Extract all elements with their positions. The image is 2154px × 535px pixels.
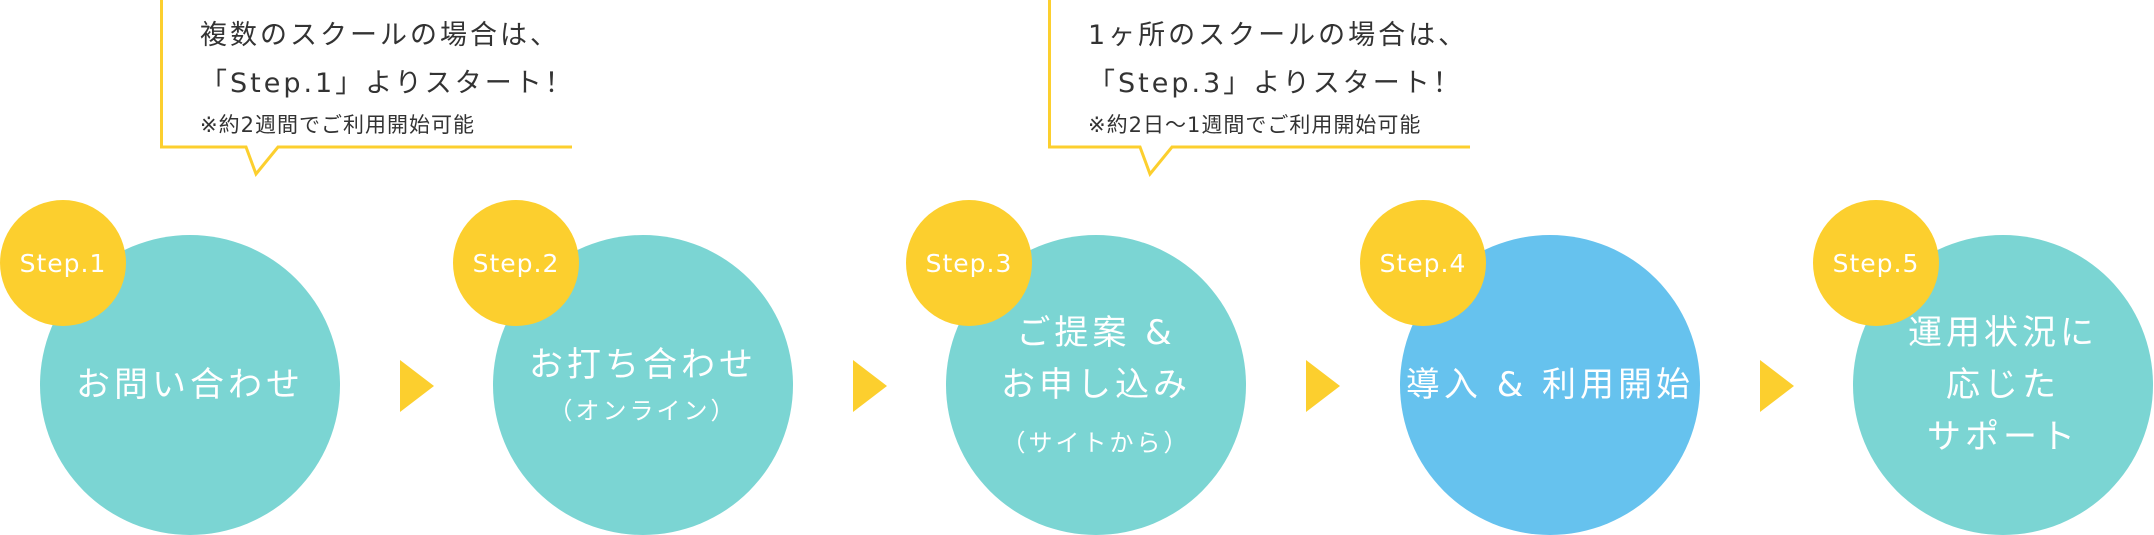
step-subtitle: （サイトから） (1001, 429, 1191, 457)
speech-bubble (1048, 0, 1470, 177)
callout-multiple-schools: 複数のスクールの場合は、 「Step.1」よりスタート！ ※約2週間でご利用開始… (160, 0, 575, 177)
step-1: お問い合わせ Step.1 (0, 200, 340, 535)
arrow-right-icon (400, 360, 434, 412)
step-5: 運用状況に 応じた サポート Step.5 (1813, 200, 2153, 535)
step-circle: 運用状況に 応じた サポート (1853, 235, 2153, 535)
callout-line-2: 「Step.3」よりスタート！ (1088, 68, 1463, 99)
callout-note: ※約2日〜1週間でご利用開始可能 (1088, 113, 1422, 137)
step-number: Step.1 (19, 248, 107, 278)
step-title-line-2: 応じた (1946, 365, 2060, 405)
step-number: Step.3 (925, 248, 1013, 278)
arrow-right-icon (1306, 360, 1340, 412)
step-badge: Step.3 (906, 200, 1032, 326)
step-circle: ご提案 & お申し込み （サイトから） (946, 235, 1246, 535)
step-title-line-2: お申し込み (1001, 365, 1191, 405)
step-circle: お打ち合わせ （オンライン） (493, 235, 793, 535)
callout-single-school: 1ヶ所のスクールの場合は、 「Step.3」よりスタート！ ※約2日〜1週間でご… (1048, 0, 1470, 177)
step-badge: Step.1 (0, 200, 126, 326)
step-badge: Step.2 (453, 200, 579, 326)
step-number: Step.2 (472, 248, 560, 278)
speech-bubble (160, 0, 572, 177)
step-badge: Step.5 (1813, 200, 1939, 326)
step-title-line-1: 運用状況に (1908, 313, 2098, 353)
callout-line-2: 「Step.1」よりスタート！ (200, 68, 575, 99)
callout-note: ※約2週間でご利用開始可能 (200, 113, 475, 137)
step-title: お問い合わせ (76, 365, 304, 405)
step-title: 導入 & 利用開始 (1405, 365, 1695, 405)
callout-text: 1ヶ所のスクールの場合は、 「Step.3」よりスタート！ ※約2日〜1週間でご… (1088, 12, 1468, 142)
callout-text: 複数のスクールの場合は、 「Step.1」よりスタート！ ※約2週間でご利用開始… (200, 12, 575, 142)
step-badge: Step.4 (1360, 200, 1486, 326)
callout-line-1: 複数のスクールの場合は、 (200, 20, 560, 51)
step-title-line-1: ご提案 & (1016, 313, 1176, 353)
callout-line-1: 1ヶ所のスクールの場合は、 (1088, 20, 1469, 51)
arrow-right-icon (1760, 360, 1794, 412)
step-title-line-3: サポート (1927, 417, 2079, 457)
step-subtitle: （オンライン） (548, 397, 738, 425)
step-title: お打ち合わせ (529, 345, 757, 385)
step-4: 導入 & 利用開始 Step.4 (1360, 200, 1700, 535)
step-2: お打ち合わせ （オンライン） Step.2 (453, 200, 793, 535)
step-number: Step.5 (1832, 248, 1920, 278)
step-number: Step.4 (1379, 248, 1467, 278)
step-3: ご提案 & お申し込み （サイトから） Step.3 (906, 200, 1246, 535)
arrow-right-icon (853, 360, 887, 412)
